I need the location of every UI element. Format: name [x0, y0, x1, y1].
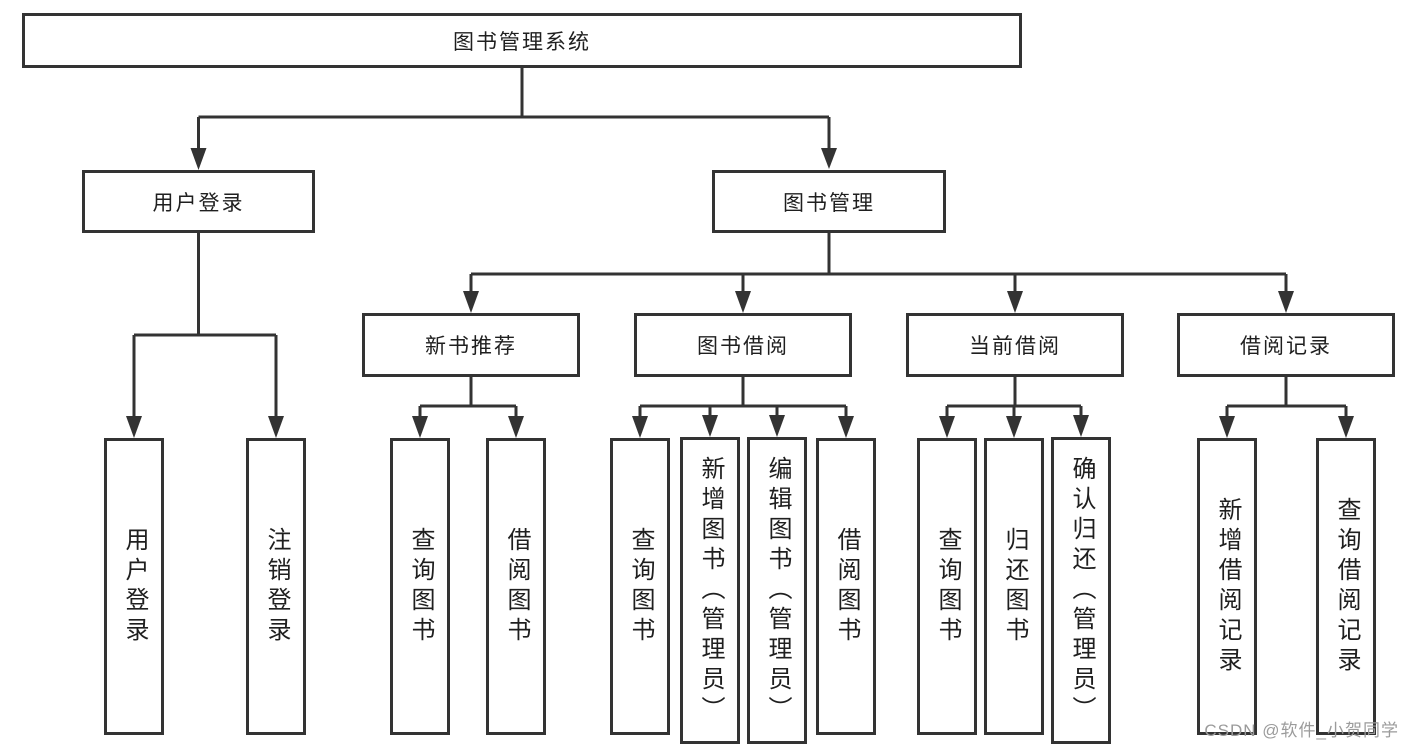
leaf-query-borrow-record: 查询借阅记录 — [1316, 438, 1376, 735]
leaf-query-book-3: 查询图书 — [917, 438, 977, 735]
node-book-management: 图书管理 — [712, 170, 946, 233]
leaf-user-login-label: 用户登录 — [121, 526, 148, 647]
csdn-watermark: CSDN @软件_小贺同学 — [1204, 721, 1399, 740]
leaf-borrow-book-1-label: 借阅图书 — [503, 526, 530, 647]
leaf-borrow-book-2-label: 借阅图书 — [833, 526, 860, 647]
leaf-add-book-admin: 新增图书（管理员） — [680, 437, 740, 744]
node-new-book-recommend: 新书推荐 — [362, 313, 580, 377]
leaf-query-book-1-label: 查询图书 — [407, 526, 434, 647]
leaf-logout-label: 注销登录 — [263, 526, 290, 647]
leaf-add-book-admin-label: 新增图书（管理员） — [697, 455, 724, 726]
leaf-query-book-2: 查询图书 — [610, 438, 670, 735]
node-user-login: 用户登录 — [82, 170, 315, 233]
leaf-edit-book-admin: 编辑图书（管理员） — [747, 437, 807, 744]
leaf-edit-book-admin-label: 编辑图书（管理员） — [764, 455, 791, 726]
node-current-borrow: 当前借阅 — [906, 313, 1124, 377]
node-book-borrow: 图书借阅 — [634, 313, 852, 377]
leaf-logout: 注销登录 — [246, 438, 306, 735]
leaf-query-book-3-label: 查询图书 — [934, 526, 961, 647]
leaf-user-login: 用户登录 — [104, 438, 164, 735]
leaf-add-borrow-record-label: 新增借阅记录 — [1214, 496, 1241, 677]
leaf-confirm-return-admin-label: 确认归还（管理员） — [1068, 455, 1095, 726]
node-borrow-records: 借阅记录 — [1177, 313, 1395, 377]
leaf-return-book: 归还图书 — [984, 438, 1044, 735]
leaf-query-book-1: 查询图书 — [390, 438, 450, 735]
leaf-borrow-book-2: 借阅图书 — [816, 438, 876, 735]
leaf-query-borrow-record-label: 查询借阅记录 — [1333, 496, 1360, 677]
leaf-query-book-2-label: 查询图书 — [627, 526, 654, 647]
node-root: 图书管理系统 — [22, 13, 1022, 68]
leaf-return-book-label: 归还图书 — [1001, 526, 1028, 647]
leaf-borrow-book-1: 借阅图书 — [486, 438, 546, 735]
leaf-confirm-return-admin: 确认归还（管理员） — [1051, 437, 1111, 744]
leaf-add-borrow-record: 新增借阅记录 — [1197, 438, 1257, 735]
